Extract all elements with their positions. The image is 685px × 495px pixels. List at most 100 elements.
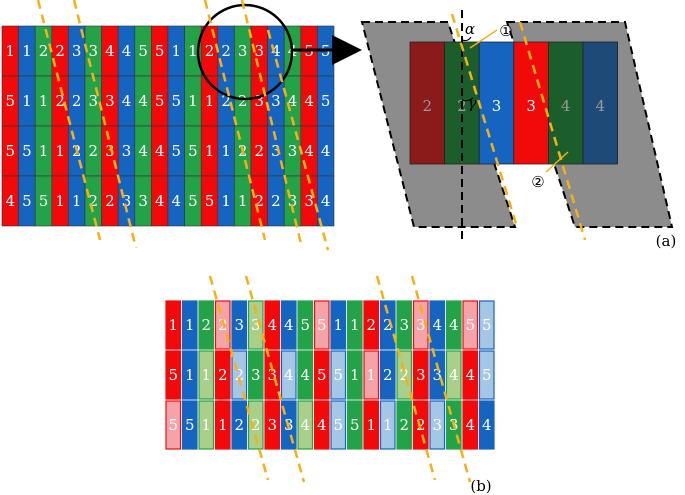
cell-number: 2 — [251, 416, 261, 434]
subpixel-cell — [198, 400, 215, 450]
panel-a-slanted-lines — [36, 0, 330, 251]
cell-number: 5 — [6, 142, 16, 160]
cell-number: 5 — [22, 142, 32, 160]
cell-number: 4 — [300, 416, 310, 434]
subpixel-cell — [313, 400, 330, 450]
subpixel-cell — [264, 350, 281, 400]
cell-number: 1 — [188, 42, 198, 60]
inset-stripe — [582, 41, 618, 165]
cell-number: 2 — [105, 192, 115, 210]
cell-number: 2 — [39, 42, 49, 60]
cell-number: 5 — [482, 316, 492, 334]
cell-number: 2 — [55, 92, 65, 110]
subpixel-cell — [297, 300, 314, 350]
cell-number: 2 — [383, 366, 393, 384]
cell-number: 3 — [416, 366, 426, 384]
cell-number: 1 — [221, 192, 231, 210]
inset-stripe — [513, 41, 549, 165]
cell-number: 2 — [89, 142, 99, 160]
subpixel-cell — [198, 350, 215, 400]
cell-number: 2 — [218, 366, 228, 384]
subpixel-cell — [181, 400, 198, 450]
cell-number: 4 — [155, 142, 165, 160]
slant-line — [36, 0, 102, 241]
subpixel-cell — [165, 400, 182, 450]
subpixel-cell — [363, 300, 380, 350]
cell-number: 4 — [105, 42, 115, 60]
inset-stripe-number: 4 — [561, 97, 571, 115]
subpixel-cell — [181, 350, 198, 400]
subpixel-cell — [429, 300, 446, 350]
subpixel-cell — [363, 400, 380, 450]
subpixel-cell — [247, 400, 264, 450]
cell-number: 1 — [185, 316, 195, 334]
subpixel-cell — [462, 300, 479, 350]
cell-number: 1 — [55, 192, 65, 210]
cell-number: 1 — [333, 316, 343, 334]
cell-number: 2 — [234, 366, 244, 384]
subpixel-cell — [280, 300, 297, 350]
cell-number: 2 — [72, 92, 82, 110]
subpixel-cell — [231, 400, 248, 450]
cell-number: 3 — [105, 142, 115, 160]
subpixel-cell — [297, 400, 314, 450]
subpixel-cell — [280, 350, 297, 400]
inset-stripe — [548, 41, 584, 165]
cell-number: 1 — [366, 366, 376, 384]
subpixel-cell — [330, 350, 347, 400]
callout-1-leader — [469, 29, 498, 49]
cell-number: 1 — [22, 92, 32, 110]
cell-number: 2 — [255, 142, 265, 160]
subpixel-cell — [379, 350, 396, 400]
cell-number: 5 — [321, 92, 331, 110]
cell-number: 4 — [321, 142, 331, 160]
cell-number: 2 — [89, 192, 99, 210]
slant-line — [410, 275, 472, 483]
cell-number: 5 — [333, 416, 343, 434]
cell-number: 1 — [201, 366, 211, 384]
cell-number: 3 — [234, 316, 244, 334]
cell-number: 5 — [6, 92, 16, 110]
cell-number: 4 — [284, 316, 294, 334]
subpixel-cell — [297, 350, 314, 400]
subpixel-cell — [363, 350, 380, 400]
subpixel-cell — [379, 400, 396, 450]
cell-number: 3 — [238, 42, 248, 60]
subpixel-cell — [396, 400, 413, 450]
cell-number: 5 — [188, 192, 198, 210]
subpixel-cell — [231, 300, 248, 350]
subpixel-cell — [247, 350, 264, 400]
cell-number: 3 — [267, 416, 277, 434]
subpixel-cell — [429, 350, 446, 400]
cell-number: 2 — [55, 42, 65, 60]
slant-line — [72, 0, 138, 249]
cell-number: 4 — [155, 192, 165, 210]
cell-number: 1 — [72, 192, 82, 210]
cell-number: 1 — [238, 192, 248, 210]
cell-number: 5 — [188, 142, 198, 160]
inset-stripe-number: 3 — [492, 97, 502, 115]
cell-number: 2 — [383, 316, 393, 334]
cell-number: 3 — [255, 92, 265, 110]
cell-number: 4 — [482, 416, 492, 434]
cell-number: 2 — [416, 416, 426, 434]
cell-number: 2 — [234, 416, 244, 434]
slant-line — [208, 275, 270, 481]
cell-number: 2 — [201, 316, 211, 334]
cell-number: 3 — [288, 192, 298, 210]
cell-number: 1 — [185, 366, 195, 384]
cell-number: 3 — [432, 366, 442, 384]
cell-number: 3 — [122, 142, 132, 160]
cell-number: 1 — [6, 42, 16, 60]
cell-number: 1 — [366, 416, 376, 434]
cell-number: 5 — [138, 42, 148, 60]
cell-number: 3 — [89, 42, 99, 60]
cell-number: 1 — [22, 42, 32, 60]
cell-number: 4 — [122, 92, 132, 110]
cell-number: 3 — [399, 316, 409, 334]
panel-b-slanted-lines — [208, 275, 472, 483]
cell-number: 3 — [288, 142, 298, 160]
slant-line — [266, 29, 330, 251]
subpixel-cell — [478, 300, 495, 350]
cell-number: 1 — [221, 142, 231, 160]
